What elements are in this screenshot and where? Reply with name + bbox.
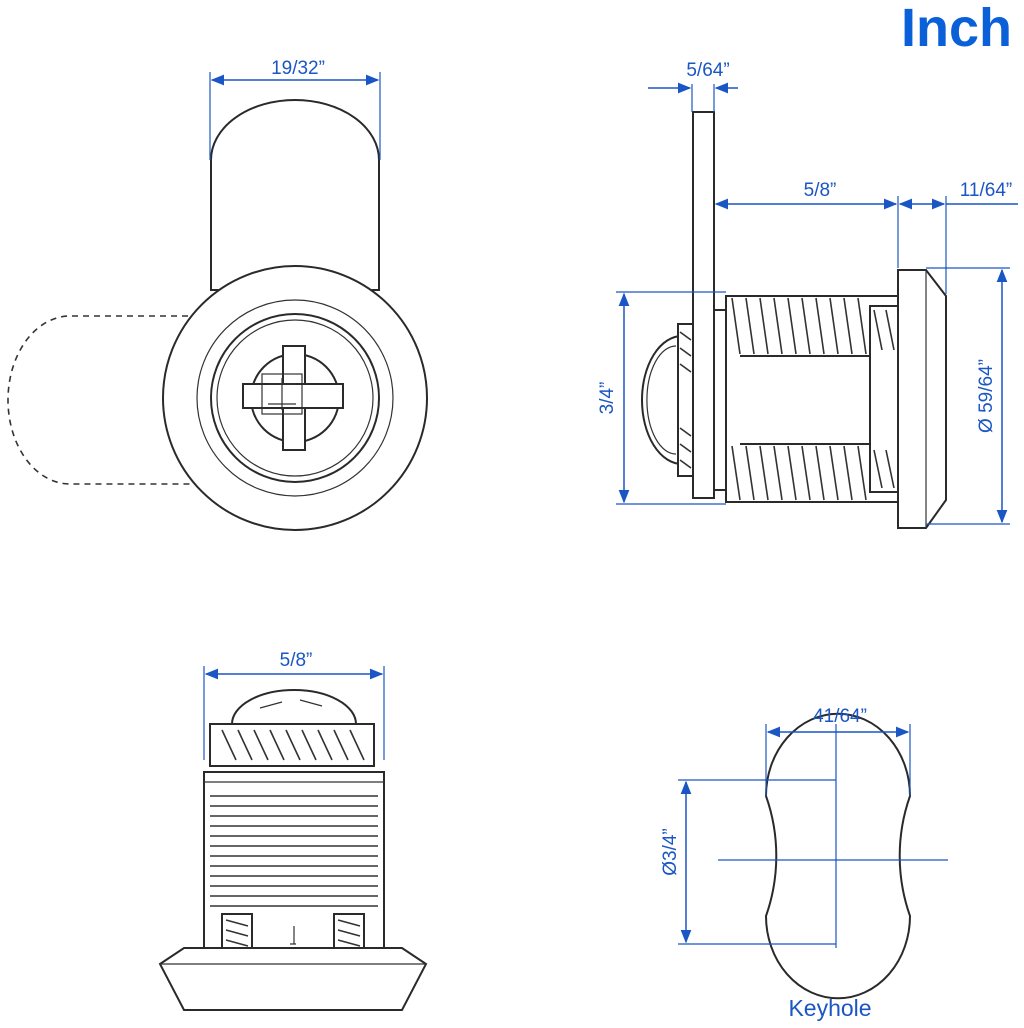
- dim-nut-width-label: 11/64”: [960, 180, 1012, 201]
- front-view: [7, 99, 428, 531]
- dim-bottom-width-label: 5/8”: [280, 650, 313, 671]
- dim-body-length: 5/8”: [714, 180, 899, 268]
- dim-flange-diameter: Ø 59/64”: [926, 267, 1010, 525]
- cam-upper: [210, 99, 380, 291]
- mounting-nut: [897, 269, 947, 529]
- dim-body-length-label: 5/8”: [804, 180, 837, 201]
- dim-front-width-label: 19/32”: [271, 58, 325, 79]
- dim-flange-diameter-label: Ø 59/64”: [976, 359, 997, 433]
- dim-keyhole-width-label: 41/64”: [813, 706, 867, 727]
- dim-side-height: 3/4”: [597, 291, 726, 505]
- dim-flange-thickness: 5/64”: [648, 60, 738, 112]
- dim-keyhole-width: 41/64”: [765, 706, 911, 796]
- flange-plate: [692, 111, 715, 499]
- keyhole-profile: [764, 712, 912, 1000]
- dim-flange-thickness-label: 5/64”: [686, 60, 729, 81]
- side-view: [641, 111, 947, 529]
- keyhole-caption: Keyhole: [788, 995, 871, 1021]
- keyway-icon: [242, 345, 344, 451]
- dim-bottom-width: 5/8”: [203, 650, 385, 760]
- bottom-view: [158, 689, 428, 1011]
- dome-head: [641, 334, 683, 466]
- dim-keyhole-height-label: Ø3/4”: [660, 828, 681, 876]
- cam-dashed-position: [7, 315, 210, 485]
- dim-front-width: 19/32”: [209, 58, 381, 160]
- unit-title: Inch: [901, 0, 1012, 58]
- bottom-base-flange: [158, 947, 428, 1011]
- dim-keyhole-height: Ø3/4”: [660, 779, 836, 945]
- bottom-dome-head: [230, 689, 358, 725]
- dim-nut-width: 11/64”: [898, 180, 1018, 294]
- dim-side-height-label: 3/4”: [597, 382, 618, 415]
- keyhole-view: [718, 712, 948, 1000]
